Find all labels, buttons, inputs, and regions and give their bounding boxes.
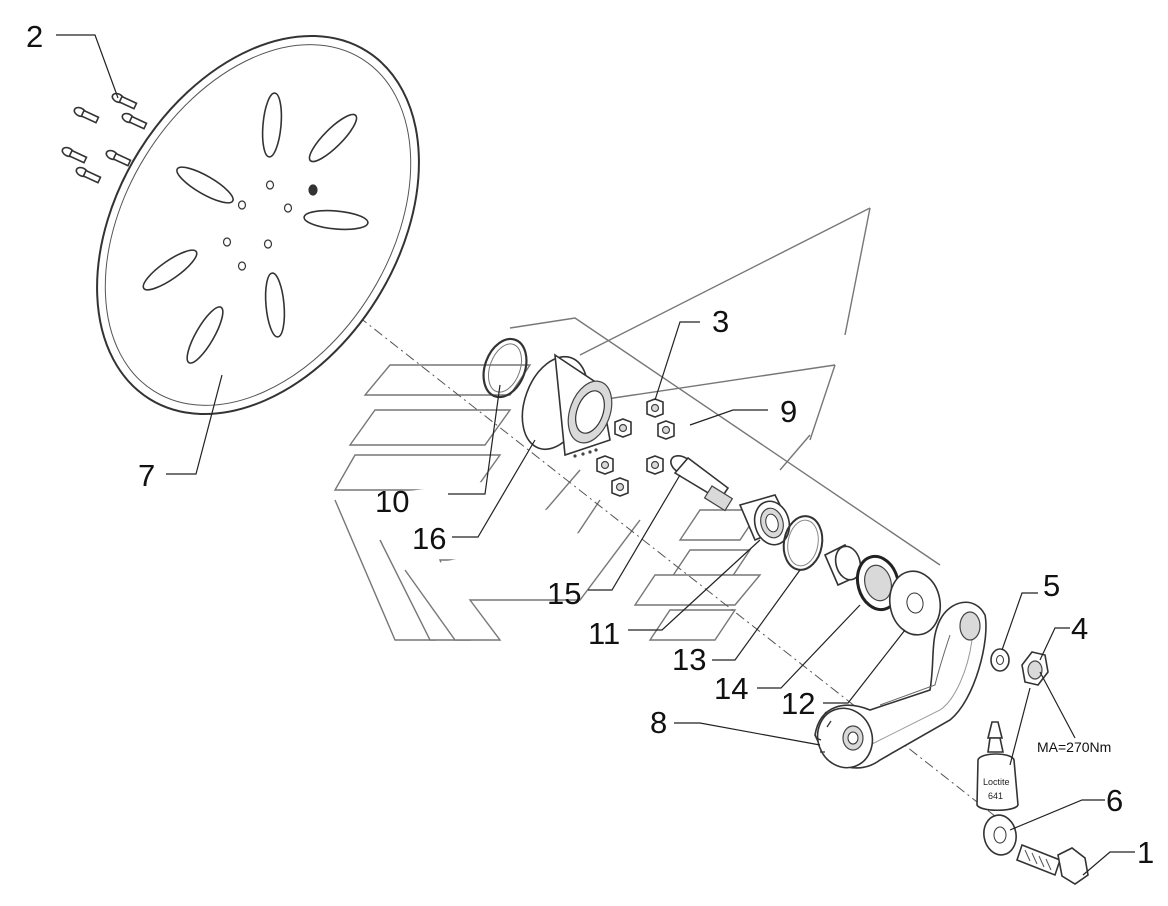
spacer-sleeve [823, 543, 862, 587]
background-ghost-arms [333, 207, 941, 641]
hub-studs [573, 448, 598, 458]
wheel-hub [521, 353, 613, 458]
callout-labels: 2 7 10 16 3 9 15 11 13 14 12 8 5 4 MA=27… [26, 19, 1154, 870]
hex-nut [1021, 651, 1049, 686]
loctite-grade-label: 641 [988, 791, 1003, 801]
callout-11: 11 [588, 616, 620, 651]
stub-axle [670, 455, 734, 512]
disc-slots [142, 92, 369, 364]
callout-13: 13 [672, 642, 706, 677]
flat-washer [983, 814, 1017, 856]
callout-1: 1 [1137, 835, 1154, 870]
callout-3: 3 [712, 304, 729, 339]
shaft-seal [855, 554, 901, 612]
disc-bolt-holes [222, 180, 318, 271]
callout-7: 7 [138, 458, 155, 493]
circlip-small [782, 515, 824, 571]
wheel-nuts [596, 398, 675, 497]
callout-12: 12 [781, 686, 815, 721]
callout-9: 9 [780, 394, 797, 429]
disc-screws [61, 92, 148, 184]
callout-4: 4 [1071, 611, 1088, 646]
callout-16: 16 [412, 521, 446, 556]
callout-15: 15 [547, 576, 581, 611]
spring-washer [990, 648, 1010, 672]
circlip-large [482, 337, 528, 399]
bearing [738, 494, 792, 546]
disc-wheel [96, 34, 420, 416]
leader-lines [56, 34, 1135, 876]
thrust-washer [888, 570, 942, 636]
hex-bolt [1016, 843, 1089, 885]
callout-14: 14 [714, 671, 748, 706]
callout-10: 10 [375, 484, 409, 519]
callout-6: 6 [1106, 783, 1123, 818]
callout-2: 2 [26, 19, 43, 54]
callout-8: 8 [650, 705, 667, 740]
loctite-bottle: Loctite 641 [976, 721, 1019, 812]
callout-5: 5 [1043, 568, 1060, 603]
loctite-name-label: Loctite [983, 777, 1010, 787]
torque-note: MA=270Nm [1037, 739, 1111, 755]
swing-arm [814, 601, 987, 769]
